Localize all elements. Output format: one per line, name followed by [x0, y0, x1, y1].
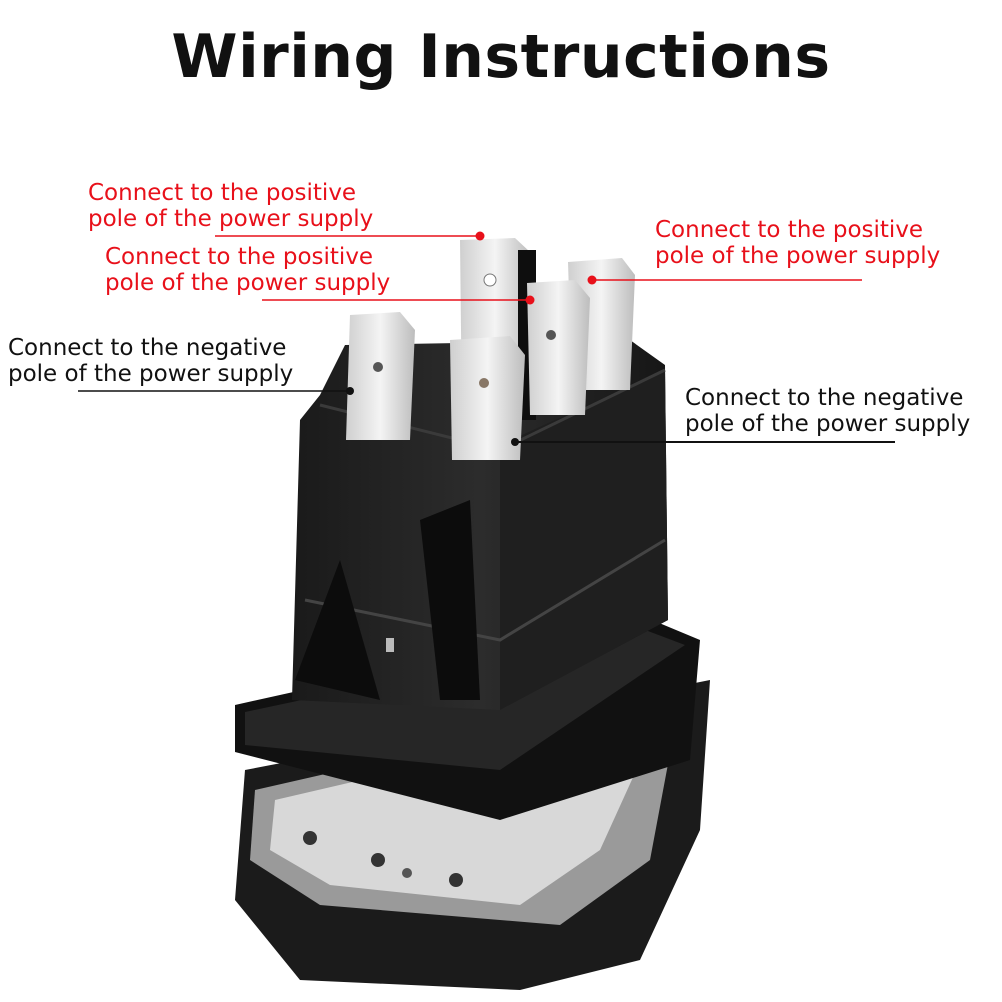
- terminal: [450, 336, 525, 460]
- label-line: pole of the power supply: [105, 270, 391, 296]
- leader-lines: [78, 231, 895, 446]
- label-positive-3: Connect to the positive pole of the powe…: [655, 217, 940, 269]
- connection-dot: [587, 275, 597, 285]
- connection-dot: [525, 295, 535, 305]
- label-line: Connect to the positive: [655, 217, 924, 243]
- label-negative-1: Connect to the negative pole of the powe…: [8, 335, 293, 387]
- page-title: Wiring Instructions: [171, 22, 831, 92]
- label-line: Connect to the positive: [88, 180, 357, 206]
- label-positive-1: Connect to the positive pole of the powe…: [88, 180, 373, 232]
- label-line: pole of the power supply: [88, 206, 374, 232]
- label-line: Connect to the positive: [105, 244, 374, 270]
- terminals: [346, 238, 635, 460]
- label-line: Connect to the negative: [8, 335, 287, 361]
- terminal: [527, 280, 590, 415]
- label-line: pole of the power supply: [655, 243, 941, 269]
- connection-dot: [346, 387, 354, 395]
- connection-dot: [475, 231, 485, 241]
- label-negative-2: Connect to the negative pole of the powe…: [685, 385, 970, 437]
- label-line: pole of the power supply: [685, 411, 971, 437]
- label-positive-2: Connect to the positive pole of the powe…: [105, 244, 390, 296]
- label-line: Connect to the negative: [685, 385, 964, 411]
- terminal: [346, 312, 415, 440]
- connection-dot: [511, 438, 519, 446]
- label-line: pole of the power supply: [8, 361, 294, 387]
